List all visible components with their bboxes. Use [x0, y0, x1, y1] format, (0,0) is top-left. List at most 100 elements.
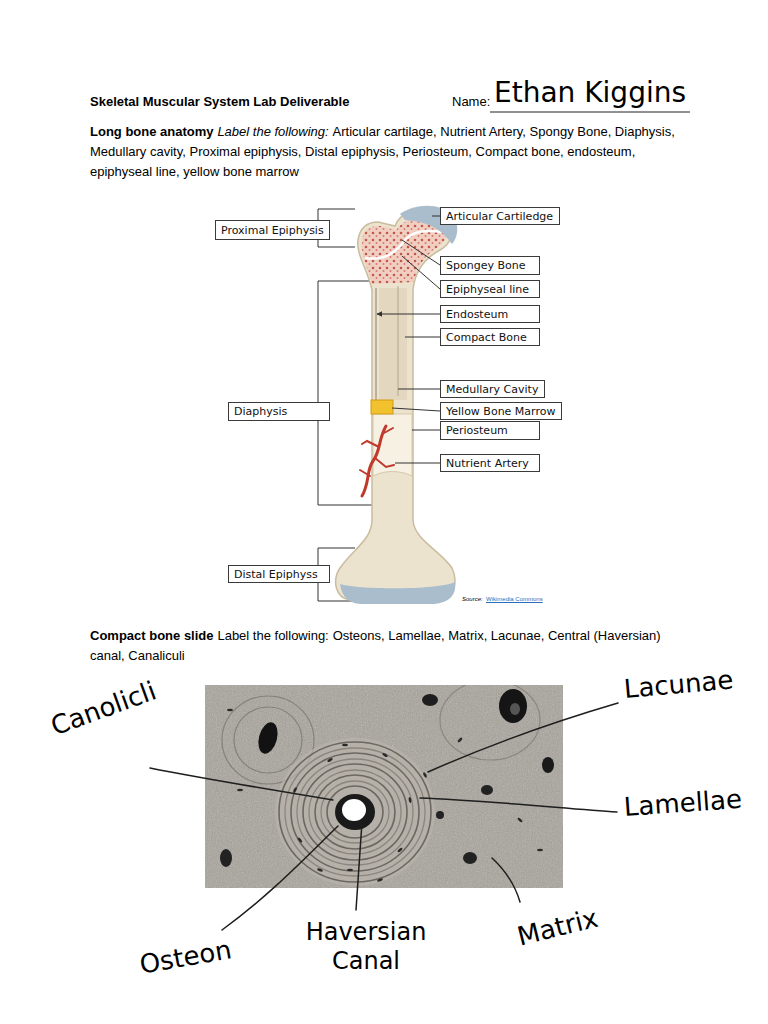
- line-shape: [412, 430, 440, 431]
- instruction: Label the following:: [217, 124, 328, 139]
- ellipse-shape: [408, 797, 412, 803]
- label-box: Epiphyseal line: [440, 280, 540, 298]
- g-shape: [360, 426, 394, 496]
- path-shape: [150, 768, 333, 800]
- ellipse-shape: [292, 787, 297, 793]
- ellipse-shape: [542, 757, 554, 773]
- label-box: Proximal Epiphysis: [215, 220, 330, 240]
- line-shape: [432, 216, 440, 217]
- polyline-shape: [318, 281, 372, 505]
- handwritten-answer: Nutrient Artery: [446, 457, 529, 470]
- ellipse-shape: [440, 685, 540, 760]
- ellipse-shape: [347, 869, 353, 872]
- ellipse-shape: [377, 878, 384, 882]
- path-shape: [375, 458, 394, 467]
- handwritten-label: Osteon: [137, 934, 234, 981]
- line-shape: [402, 256, 440, 289]
- ellipse-shape: [327, 757, 333, 762]
- ellipse-shape: [220, 849, 232, 867]
- label-box: Nutrient Artery: [440, 454, 540, 472]
- ellipse-shape: [436, 811, 444, 819]
- label-box: Diaphysis: [228, 402, 330, 421]
- line-shape: [392, 408, 440, 411]
- ellipse-shape: [227, 709, 233, 712]
- ellipse-shape: [342, 744, 348, 747]
- path-shape: [362, 426, 386, 496]
- line-shape: [398, 389, 440, 390]
- rect-shape: [205, 685, 563, 888]
- ellipse-shape: [457, 737, 463, 743]
- ellipse-shape: [517, 817, 523, 823]
- ellipse-shape: [422, 772, 427, 778]
- path-shape: [492, 858, 520, 902]
- bone-leader-lines: [377, 216, 440, 463]
- ellipse-shape: [315, 775, 395, 849]
- ellipse-shape: [327, 786, 383, 838]
- name-field: Name:: [452, 94, 490, 110]
- handwritten-answer: Endosteum: [446, 308, 508, 321]
- ellipse-shape: [537, 849, 543, 852]
- ellipse-shape: [321, 781, 389, 843]
- ellipse-shape: [463, 852, 477, 864]
- line-shape: [377, 314, 440, 315]
- handwritten-answer: Distal Epiphyss: [234, 568, 318, 581]
- label-box: Yellow Bone Marrow: [440, 402, 562, 420]
- path-shape: [356, 822, 362, 910]
- line-shape: [405, 337, 440, 338]
- label-box: Compact Bone: [440, 328, 540, 346]
- line-shape: [376, 288, 377, 400]
- path-shape: [428, 703, 618, 772]
- handwritten-answer: Spongey Bone: [446, 259, 525, 272]
- path-shape: [340, 582, 455, 604]
- compact-bone-micrograph: [205, 685, 563, 888]
- handwritten-answer: Articular Cartiledge: [446, 210, 553, 223]
- handwritten-label: Canolicli: [47, 675, 161, 742]
- line-shape: [398, 286, 399, 396]
- instruction: Label the following:: [217, 628, 328, 643]
- student-name: Ethan Kiggins: [494, 76, 686, 110]
- handwritten-answer: Periosteum: [446, 424, 508, 437]
- ellipse-shape: [397, 847, 403, 853]
- label-box: Distal Epiphyss: [228, 565, 330, 583]
- ellipse-shape: [255, 720, 281, 756]
- ellipse-shape: [234, 707, 302, 773]
- path-shape: [222, 826, 338, 930]
- rect-shape: [205, 685, 563, 888]
- instruction-paragraph: Compact bone slideLabel the following:Os…: [90, 626, 690, 666]
- ellipse-shape: [335, 794, 375, 830]
- label-box: Endosteum: [440, 305, 540, 323]
- handwritten-answer: Epiphyseal line: [446, 283, 529, 296]
- handwritten-answer: Diaphysis: [234, 405, 287, 418]
- name-underline: [490, 112, 690, 113]
- rect-shape: [379, 288, 407, 400]
- ellipse-shape: [382, 752, 388, 757]
- label-box: Medullary Cavity: [440, 380, 545, 398]
- path-shape: [360, 470, 370, 476]
- handwritten-answer: Yellow Bone Marrow: [446, 405, 555, 418]
- section-heading: Compact bone slide: [90, 628, 214, 643]
- slide-leader-lines: [150, 703, 618, 930]
- label-box: Spongey Bone: [440, 256, 540, 275]
- path-shape: [362, 441, 379, 447]
- line-shape: [395, 463, 440, 464]
- ellipse-shape: [342, 799, 366, 821]
- ellipse-shape: [297, 837, 303, 843]
- path-shape: [336, 208, 455, 600]
- instruction-paragraph: Long bone anatomyLabel the following:Art…: [90, 122, 690, 182]
- label-box: Periosteum: [440, 421, 540, 440]
- handwritten-answer: Proximal Epiphysis: [221, 224, 324, 237]
- ellipse-shape: [422, 694, 438, 706]
- path-shape: [365, 231, 442, 259]
- ellipse-shape: [499, 689, 527, 723]
- ellipse-shape: [237, 789, 243, 792]
- page-title: Skeletal Muscular System Lab Deliverable: [90, 94, 349, 110]
- ellipse-shape: [481, 785, 493, 795]
- ellipse-shape: [510, 703, 520, 715]
- handwritten-label: Lamellae: [623, 784, 743, 823]
- path-shape: [384, 428, 393, 433]
- handwritten-label: Matrix: [514, 903, 601, 953]
- section-heading: Long bone anatomy: [90, 124, 214, 139]
- source-link: Wikimedia Commons: [486, 596, 543, 603]
- handwritten-label: Lacunae: [623, 665, 735, 706]
